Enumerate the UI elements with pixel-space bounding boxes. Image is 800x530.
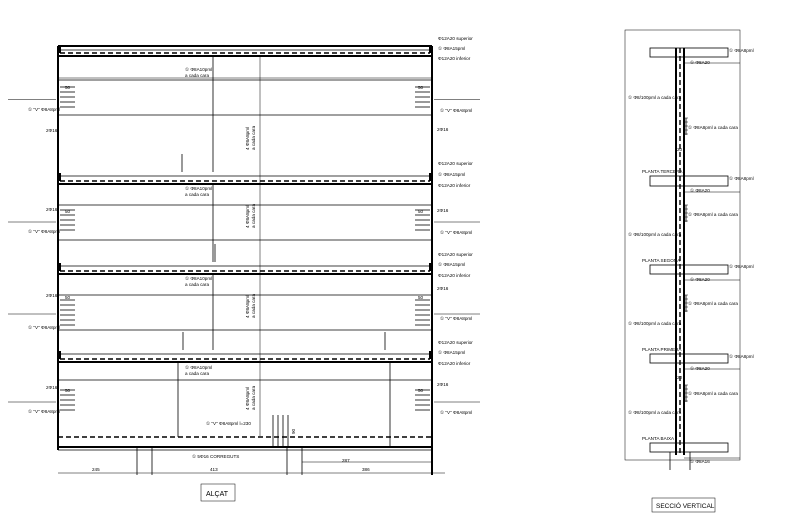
slab-section	[649, 175, 729, 187]
floor-label: PLANTA PRIMERA	[642, 347, 682, 352]
label: ① "V" Φ8A8pml	[440, 410, 472, 415]
label: ① Φ8/100pml a cada cara	[628, 410, 682, 415]
label: ① 5Φ16 CORREGUTS	[192, 454, 239, 459]
label: Φ12A20 superior	[438, 161, 473, 166]
label: 50	[65, 388, 71, 393]
label: ① Φ8A8pml a cada cara	[688, 301, 738, 306]
label: 20	[677, 375, 683, 380]
slab-section	[649, 353, 729, 364]
slab-section	[649, 264, 729, 275]
label: ① Φ8A8pml	[729, 176, 754, 181]
label: 50	[418, 295, 424, 300]
label: ① "V" Φ8A8pml l=230	[206, 421, 251, 426]
section-frame	[624, 29, 741, 461]
dimension: 287	[342, 458, 350, 463]
dimension: 386	[362, 467, 370, 472]
label: ① "V" Φ8A8pml	[28, 325, 60, 330]
alcat-title: ALÇAT	[206, 491, 229, 498]
label: 50	[418, 388, 424, 393]
label: ① Φ8A8pml a cada cara	[688, 212, 738, 217]
alcat-left-labels: ① "V" Φ8A8pml ① "V" Φ8A8pml ① "V" Φ8A8pm…	[28, 107, 60, 414]
label: 2Φ16	[46, 293, 58, 298]
label: ① Φ8A8pml	[729, 264, 754, 269]
seccio-title: SECCIÓ VERTICAL	[656, 501, 715, 510]
label: Φ12A20 superior	[438, 252, 473, 257]
label: 2Φ16	[437, 382, 449, 387]
label: 20	[677, 147, 683, 152]
label: ① Φ8A15pml	[438, 350, 465, 355]
label: Φ12A20 inferior	[438, 273, 471, 278]
label: ① Φ8A10pml	[185, 67, 212, 72]
label: ① Φ8A16	[690, 459, 710, 464]
label: Φ12A20 superior	[438, 36, 473, 41]
label: ① Φ8A20	[690, 366, 710, 371]
label: ① Φ8A10pml	[185, 365, 212, 370]
label: ① Φ8A15pml	[438, 172, 465, 177]
label: ① Φ8A20	[690, 60, 710, 65]
label: Φ12A20 superior	[438, 340, 473, 345]
label: ① Φ8/100pml a cada cara	[628, 95, 682, 100]
vertical-section	[624, 29, 741, 470]
label: Φ12A20 inferior	[438, 183, 471, 188]
label: 50	[65, 209, 71, 214]
label: ① "V" Φ8A8pml	[28, 229, 60, 234]
label: 4 Φ8A8pml	[245, 295, 250, 318]
label: 50	[418, 209, 424, 214]
label: ① Φ8A15pml	[438, 262, 465, 267]
label: ① Φ8/100pml a cada cara	[628, 232, 682, 237]
dimension: 245	[92, 467, 100, 472]
label: ① Φ8A8pml a cada cara	[688, 391, 738, 396]
alcat-title-box	[200, 483, 236, 502]
seccio-labels: ① Φ8A8pml ① Φ8A8pml ① Φ8A8pml ① Φ8A8pml …	[628, 48, 754, 464]
label: ① "V" Φ8A8pml	[28, 107, 60, 112]
label: 2Φ16	[437, 286, 449, 291]
alcat-center-labels: ① Φ8A10pml a cada cara ① Φ8A10pml a cada…	[65, 67, 424, 472]
floor-label: PLANTA TERCERA	[642, 169, 683, 174]
label: 2Φ16	[46, 385, 58, 390]
dimension: 413	[210, 467, 218, 472]
label: Φ12A20 inferior	[438, 56, 471, 61]
floor-label: PLANTA SEGONA	[642, 258, 681, 263]
label: ① "V" Φ8A8pml	[440, 230, 472, 235]
label: ① Φ8/100pml a cada cara	[628, 321, 682, 326]
label: 4 Φ8A8pml	[245, 127, 250, 150]
alcat-elevation	[8, 45, 480, 475]
slab-section	[649, 442, 729, 453]
label: 4 Φ8A8pml	[245, 205, 250, 228]
label: ① Φ8A8pml	[729, 354, 754, 359]
label: a cada cara	[251, 126, 256, 150]
label: ① Φ8A8pml a cada cara	[688, 125, 738, 130]
label: a cada cara	[251, 204, 256, 228]
label: 90	[291, 428, 296, 434]
label: 2Φ16	[46, 128, 58, 133]
label: ① "V" Φ8A8pml	[28, 409, 60, 414]
label: Φ12A20 inferior	[438, 361, 471, 366]
label: ① "V" Φ8A8pml	[440, 108, 472, 113]
label: ① Φ8A8pml	[729, 48, 754, 53]
label: a cada cara	[185, 371, 209, 376]
label: a cada cara	[185, 282, 209, 287]
label: ① Φ8A15pml	[438, 46, 465, 51]
label: a cada cara	[185, 192, 209, 197]
label: ① Φ8A10pml	[185, 276, 212, 281]
label: a cada cara	[251, 386, 256, 410]
floor-label: PLANTA BAIXA	[642, 436, 675, 441]
label: 50	[65, 85, 71, 90]
label: 2Φ16	[437, 127, 449, 132]
label: 4 Φ8A8pml	[245, 387, 250, 410]
label: a cada cara	[185, 73, 209, 78]
label: 2Φ16	[437, 208, 449, 213]
label: ① Φ8A10pml	[185, 186, 212, 191]
label: a cada cara	[251, 294, 256, 318]
slab-section	[649, 47, 729, 58]
label: 2Φ16	[46, 207, 58, 212]
label: 50	[65, 295, 71, 300]
label: ① Φ8A20	[690, 277, 710, 282]
label: ① "V" Φ8A8pml	[440, 316, 472, 321]
alcat-right-labels: Φ12A20 superior ① Φ8A15pml Φ12A20 inferi…	[437, 36, 473, 415]
seccio-title-box	[651, 497, 716, 513]
label: ① Φ8A20	[690, 188, 710, 193]
label: 50	[418, 85, 424, 90]
